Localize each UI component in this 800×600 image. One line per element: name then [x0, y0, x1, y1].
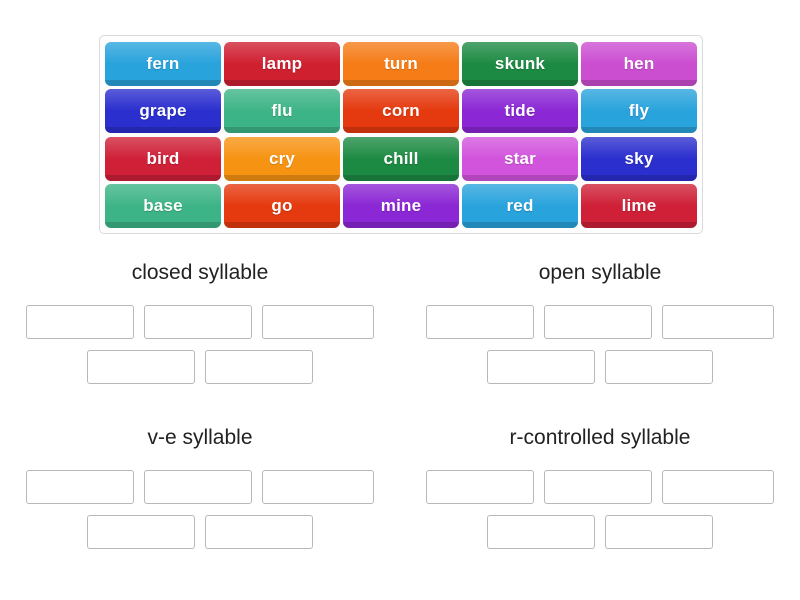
- word-bank-row: grape flu corn tide fly: [105, 89, 697, 134]
- drop-slot[interactable]: [544, 305, 652, 339]
- drop-slot[interactable]: [487, 515, 595, 549]
- drop-slot[interactable]: [87, 350, 195, 384]
- word-tile[interactable]: base: [105, 183, 221, 228]
- category-title: open syllable: [538, 261, 662, 284]
- drop-slot[interactable]: [426, 305, 534, 339]
- drop-slot[interactable]: [205, 515, 313, 549]
- word-tile-label: fern: [146, 54, 180, 73]
- word-tile[interactable]: corn: [343, 89, 459, 134]
- word-tile-label: fly: [628, 101, 650, 121]
- word-tile[interactable]: star: [462, 136, 578, 181]
- word-bank-row: bird cry chill star sky: [105, 136, 697, 181]
- word-tile[interactable]: fern: [105, 42, 221, 86]
- category-ve-syllable: v-e syllable: [0, 417, 400, 582]
- word-bank-row: fern lamp turn skunk hen: [105, 42, 697, 86]
- word-tile[interactable]: tide: [462, 89, 578, 134]
- word-tile-label: red: [506, 195, 534, 215]
- drop-slot[interactable]: [487, 350, 595, 384]
- word-tile-label: lamp: [261, 54, 303, 73]
- word-tile-label: tide: [504, 101, 536, 121]
- word-tile-label: star: [504, 148, 536, 168]
- word-tile-label: corn: [382, 101, 420, 121]
- word-tile-label: bird: [146, 148, 180, 168]
- drop-slot[interactable]: [205, 350, 313, 384]
- category-slot-row: [487, 515, 713, 549]
- category-slot-row: [426, 305, 774, 339]
- drop-slot[interactable]: [26, 305, 134, 339]
- word-tile[interactable]: hen: [581, 42, 697, 86]
- word-tile[interactable]: red: [462, 183, 578, 228]
- drop-slot[interactable]: [262, 305, 374, 339]
- drop-slot[interactable]: [144, 470, 252, 504]
- category-slot-row: [87, 515, 313, 549]
- word-tile-label: cry: [268, 148, 296, 168]
- drop-slot[interactable]: [426, 470, 534, 504]
- word-tile[interactable]: fly: [581, 89, 697, 134]
- word-tile[interactable]: skunk: [462, 42, 578, 86]
- word-tile-label: hen: [623, 54, 655, 73]
- word-tile[interactable]: grape: [105, 89, 221, 134]
- drop-slot[interactable]: [544, 470, 652, 504]
- category-r-controlled-syllable: r-controlled syllable: [400, 417, 800, 582]
- drop-slot[interactable]: [662, 470, 774, 504]
- category-slot-row: [426, 470, 774, 504]
- category-slot-row: [26, 305, 374, 339]
- word-tile[interactable]: flu: [224, 89, 340, 134]
- word-tile[interactable]: lamp: [224, 42, 340, 86]
- word-bank: fern lamp turn skunk hen grape flu: [99, 35, 703, 234]
- category-title: r-controlled syllable: [509, 426, 691, 449]
- word-tile[interactable]: cry: [224, 136, 340, 181]
- category-closed-syllable: closed syllable: [0, 252, 400, 417]
- category-grid: closed syllable open syllable: [0, 252, 800, 582]
- word-tile-label: base: [143, 195, 183, 215]
- word-tile-label: sky: [624, 148, 654, 168]
- drop-slot[interactable]: [605, 515, 713, 549]
- drop-slot[interactable]: [26, 470, 134, 504]
- word-tile-label: skunk: [494, 54, 546, 73]
- drop-slot[interactable]: [605, 350, 713, 384]
- word-tile-label: lime: [621, 195, 657, 215]
- drop-slot[interactable]: [144, 305, 252, 339]
- drop-slot[interactable]: [87, 515, 195, 549]
- category-slot-row: [87, 350, 313, 384]
- category-slot-row: [26, 470, 374, 504]
- category-open-syllable: open syllable: [400, 252, 800, 417]
- word-bank-row: base go mine red lime: [105, 183, 697, 228]
- drop-slot[interactable]: [262, 470, 374, 504]
- word-tile[interactable]: go: [224, 183, 340, 228]
- category-title: v-e syllable: [147, 426, 253, 449]
- word-tile-label: grape: [139, 101, 187, 121]
- word-tile[interactable]: turn: [343, 42, 459, 86]
- word-tile-label: chill: [383, 148, 419, 168]
- category-slot-row: [487, 350, 713, 384]
- word-tile-label: go: [271, 195, 293, 215]
- word-tile[interactable]: lime: [581, 183, 697, 228]
- word-tile-label: flu: [271, 101, 293, 121]
- word-tile[interactable]: sky: [581, 136, 697, 181]
- drop-slot[interactable]: [662, 305, 774, 339]
- word-tile[interactable]: chill: [343, 136, 459, 181]
- category-title: closed syllable: [131, 261, 269, 284]
- word-tile[interactable]: bird: [105, 136, 221, 181]
- word-tile-label: mine: [380, 195, 422, 215]
- word-tile-label: turn: [384, 54, 418, 73]
- word-tile[interactable]: mine: [343, 183, 459, 228]
